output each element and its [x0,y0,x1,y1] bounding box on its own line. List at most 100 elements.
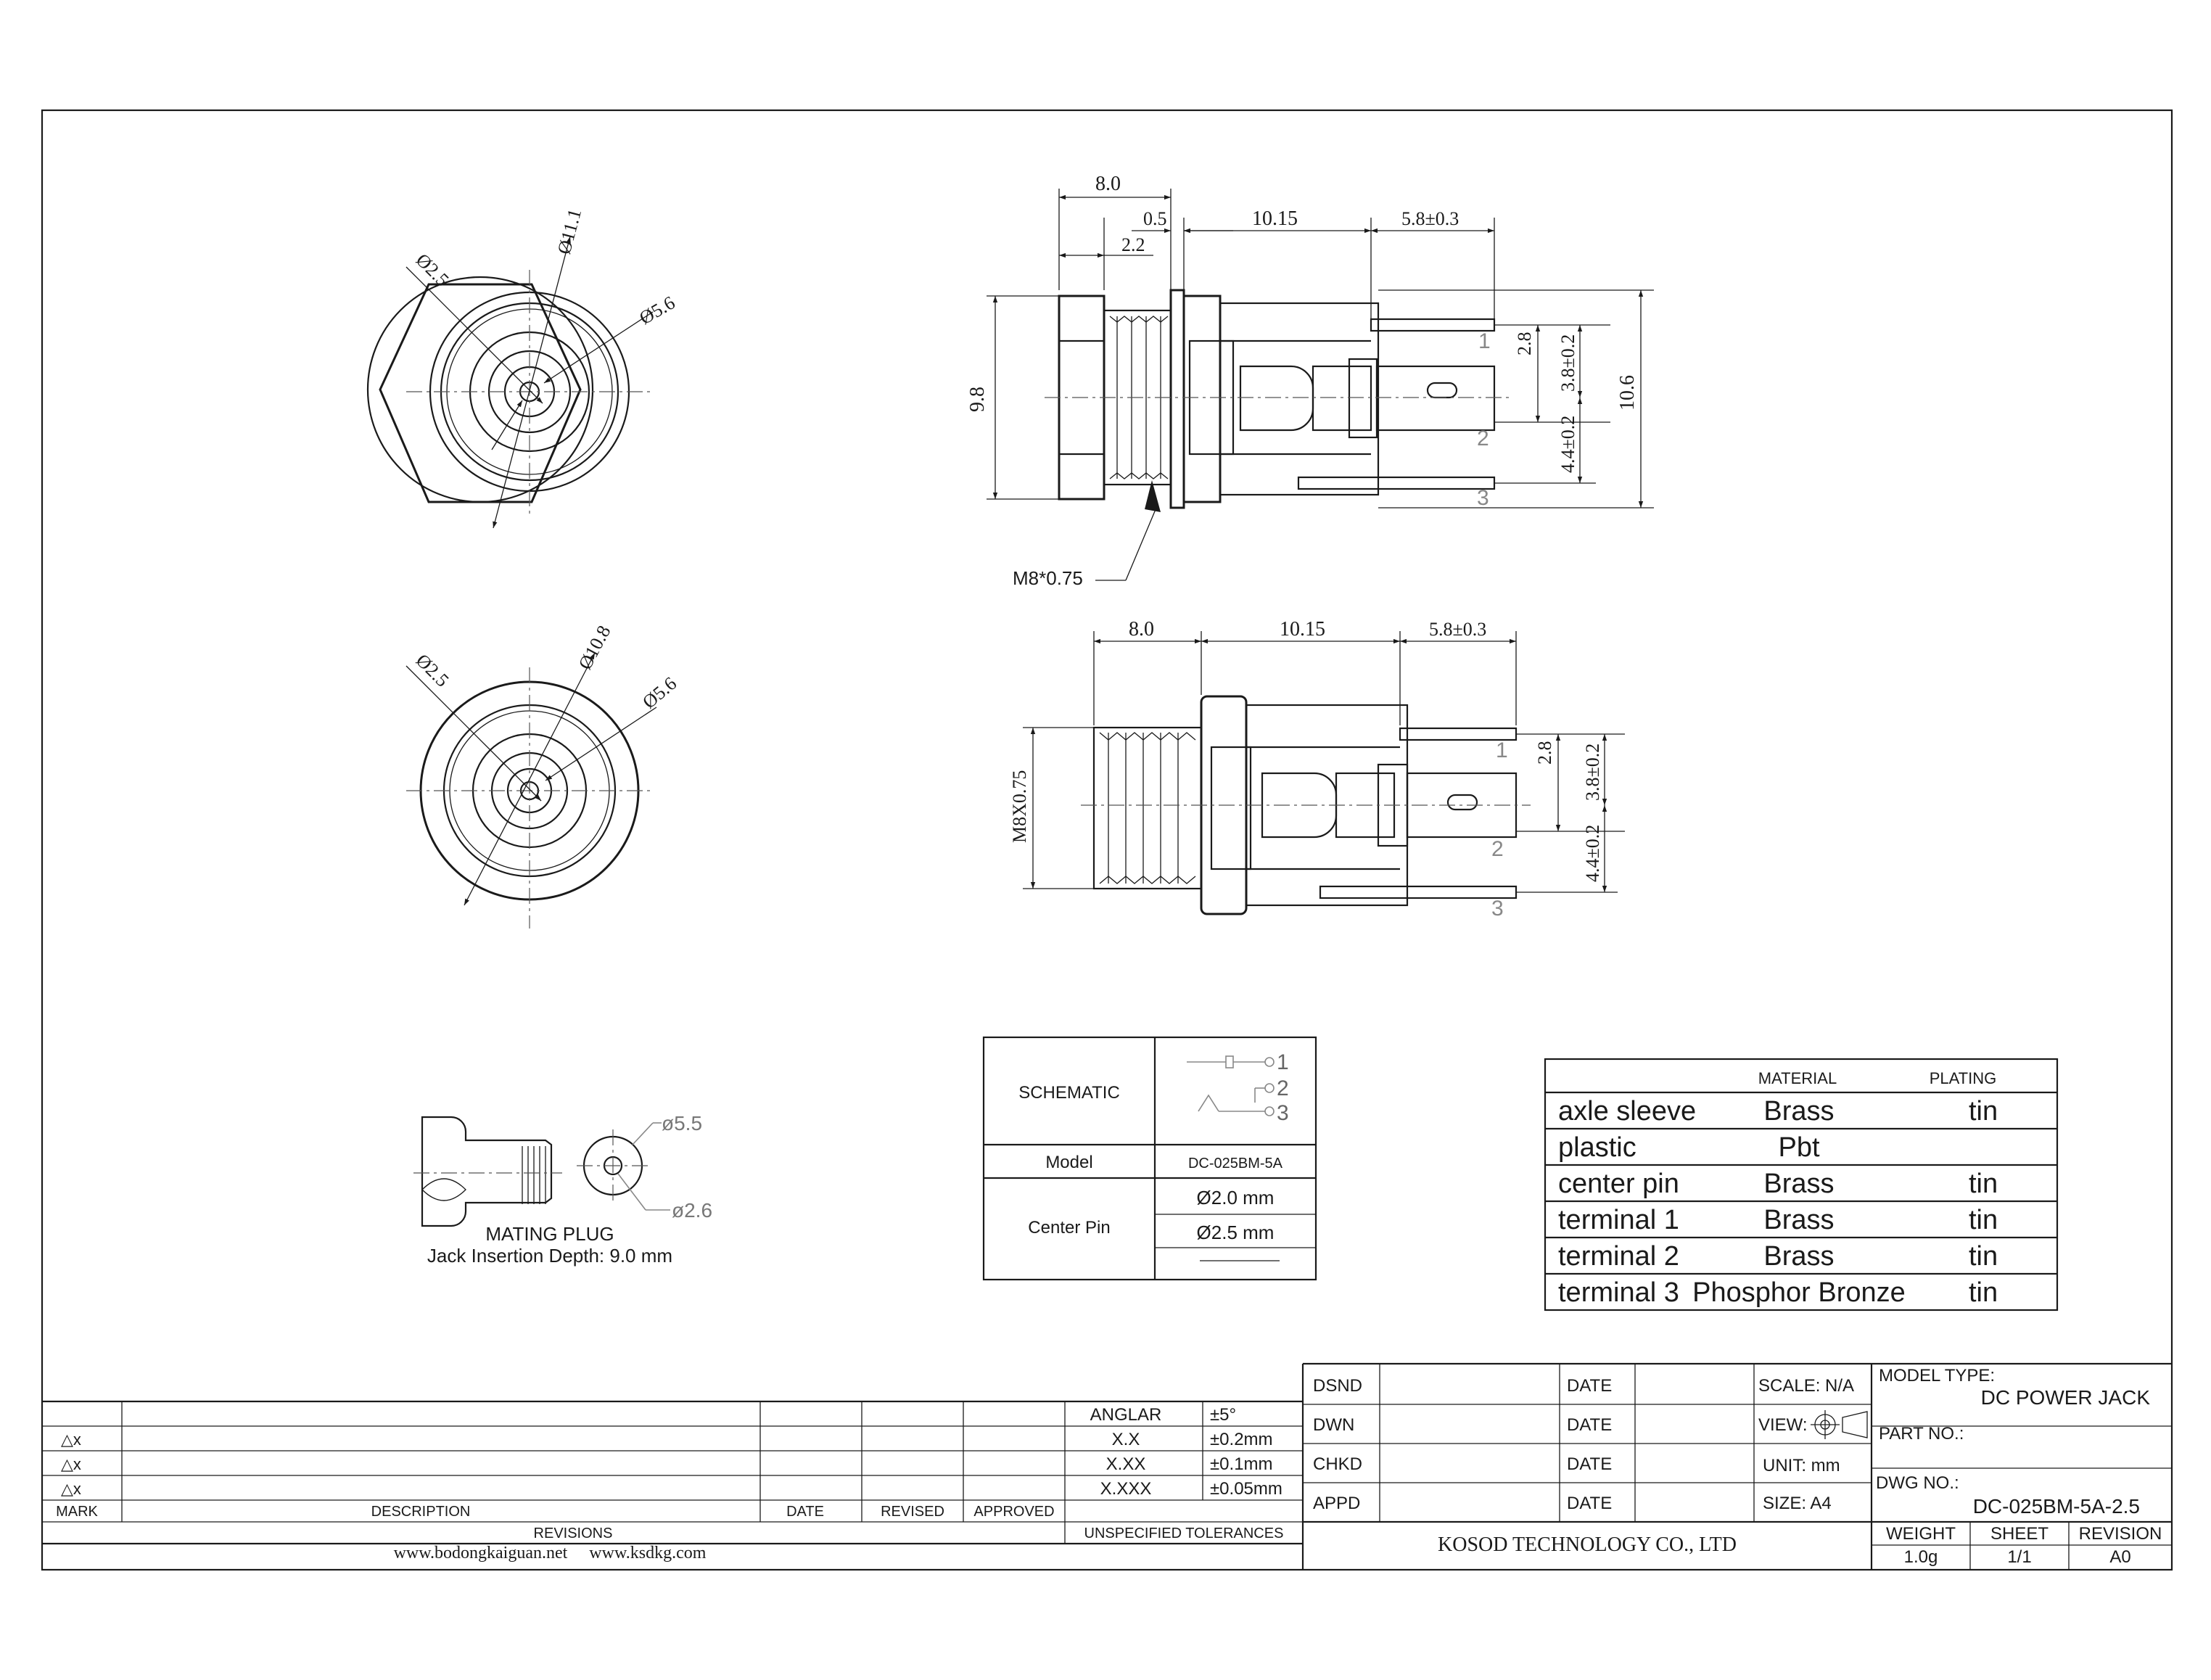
date-label-3: DATE [1567,1454,1612,1474]
pin-2-label: 2 [1477,427,1489,450]
material-row-material: Phosphor Bronze [1692,1277,1906,1308]
materials-table: MATERIAL PLATING [1544,1058,2059,1312]
revision-label: REVISION [2079,1524,2162,1544]
pin-2-label: 2 [1491,837,1504,861]
pin-1-label: 1 [1478,329,1491,353]
websites: www.bodongkaiguan.net www.ksdkg.com [394,1544,707,1562]
material-row-plating: tin [1969,1277,1998,1308]
dim-overall-length: 8.0 [1095,173,1121,195]
dwg-no-value: DC-025BM-5A-2.5 [1973,1495,2140,1518]
tol-value-2: ±0.1mm [1210,1454,1273,1474]
side-view-top: 1 2 3 8.0 0.5 2.2 10.15 5.8±0.3 9.8 [966,173,1654,589]
third-angle-projection-icon [1811,1410,1868,1439]
tol-label-1: X.X [1112,1430,1140,1449]
sheet-label: SHEET [1990,1524,2049,1544]
tol-label-2: X.XX [1106,1454,1146,1474]
thread-callout: M8*0.75 [1013,567,1083,589]
part-no-label: PART NO.: [1879,1424,1964,1444]
center-pin-value-2: Ø2.5 mm [1197,1222,1275,1243]
model-label: Model [1045,1153,1092,1172]
signoff-appd: APPD [1313,1494,1360,1513]
signoff-chkd: CHKD [1313,1454,1362,1474]
company-name: KOSOD TECHNOLOGY CO., LTD [1438,1533,1737,1556]
tol-label-angle: ANGLAR [1090,1405,1162,1425]
tolerances-label: UNSPECIFIED TOLERANCES [1084,1525,1284,1541]
material-row-material: Brass [1763,1205,1834,1235]
weight-label: WEIGHT [1886,1524,1956,1544]
material-row-plating: tin [1969,1241,1998,1272]
front-view-bare: Ø2.5 Ø10.8 Ø5.6 [405,622,680,928]
material-row-plating: tin [1969,1205,1998,1235]
schematic-label: SCHEMATIC [1018,1083,1120,1103]
date-header: DATE [786,1504,824,1520]
material-row-part: terminal 2 [1558,1241,1679,1272]
dim-barrel-dia: Ø5.6 [638,672,680,712]
view-field: VIEW: [1758,1415,1808,1435]
date-label-2: DATE [1567,1415,1612,1435]
material-row-part: plastic [1558,1132,1636,1163]
dim-overall-length: 8.0 [1129,618,1154,641]
dim-pin-pitch: 2.8 [1534,741,1555,765]
signoff-dwn: DWN [1313,1415,1354,1435]
material-row-part: axle sleeve [1558,1096,1696,1127]
material-row-material: Brass [1763,1096,1834,1127]
schematic-pin-2: 2 [1277,1076,1289,1100]
material-row-material: Brass [1763,1241,1834,1272]
material-row-material: Pbt [1778,1132,1819,1163]
schematic-pin-1: 1 [1277,1050,1289,1074]
schematic-table: SCHEMATIC 1 2 3 Model DC-025BM-5A Center… [982,1036,1317,1281]
pin-3-label: 3 [1477,486,1489,510]
material-row-plating: tin [1969,1169,1998,1199]
tol-value-3: ±0.05mm [1210,1479,1282,1499]
title-block: △x △x △x MARK DESCRIPTION DATE REVISED A… [42,1362,2172,1570]
material-row-material: Brass [1763,1169,1834,1199]
dim-flange-thickness: 0.5 [1143,208,1167,229]
mark-header: MARK [56,1504,98,1520]
dim-lower-offset: 4.4±0.2 [1582,825,1603,882]
revisions-label: REVISIONS [534,1525,613,1541]
dim-pin-length: 5.8±0.3 [1429,619,1486,640]
revision-mark-3: △x [61,1480,81,1498]
model-type-value: DC POWER JACK [1981,1386,2151,1409]
dim-nut-height: 9.8 [966,387,989,412]
mating-plug: ø5.5 ø2.6 MATING PLUG Jack Insertion Dep… [413,1112,712,1267]
material-row-plating: tin [1969,1096,1998,1127]
front-view-threaded: Ø2.5 Ø11.1 Ø5.6 [366,207,679,529]
pin-3-label: 3 [1491,897,1504,921]
dim-barrel-dia: Ø5.6 [636,292,679,329]
dim-total-height: 10.6 [1616,375,1639,411]
dim-body-length: 10.15 [1252,207,1298,230]
date-label-1: DATE [1567,1376,1612,1396]
revised-header: REVISED [881,1504,944,1520]
dim-hole-dia: Ø2.5 [412,650,453,691]
dim-upper-offset: 3.8±0.2 [1582,744,1603,801]
weight-value: 1.0g [1904,1547,1938,1567]
plug-outer-dia: ø5.5 [662,1112,702,1135]
side-view-bottom: 1 2 3 8.0 10.15 5.8±0.3 M8X0.75 2.8 3.8±… [1009,618,1625,921]
material-header: MATERIAL [1758,1069,1837,1087]
tol-value-angle: ±5° [1210,1405,1236,1425]
signoff-dsnd: DSND [1313,1376,1362,1396]
material-row-part: terminal 1 [1558,1205,1679,1235]
mating-plug-depth: Jack Insertion Depth: 9.0 mm [427,1245,672,1267]
material-row-part: terminal 3 [1558,1277,1679,1308]
tol-value-1: ±0.2mm [1210,1430,1273,1449]
dim-nut-dia: Ø11.1 [553,207,585,257]
drawing-border [41,109,2173,1571]
center-pin-label: Center Pin [1028,1218,1110,1238]
dim-thread-spec: M8X0.75 [1009,770,1030,843]
schematic-pin-3: 3 [1277,1101,1289,1125]
center-pin-value-1: Ø2.0 mm [1197,1187,1275,1208]
plating-header: PLATING [1930,1069,1997,1087]
approved-header: APPROVED [973,1504,1054,1520]
schematic-symbol: 1 2 3 [1187,1050,1289,1125]
revision-mark-2: △x [61,1455,81,1473]
unit-field: UNIT: mm [1763,1456,1840,1475]
size-field: SIZE: A4 [1763,1494,1832,1513]
dim-upper-offset: 3.8±0.2 [1557,334,1578,392]
revision-value: A0 [2109,1547,2130,1567]
material-row-part: center pin [1558,1169,1679,1199]
model-value: DC-025BM-5A [1188,1156,1283,1172]
